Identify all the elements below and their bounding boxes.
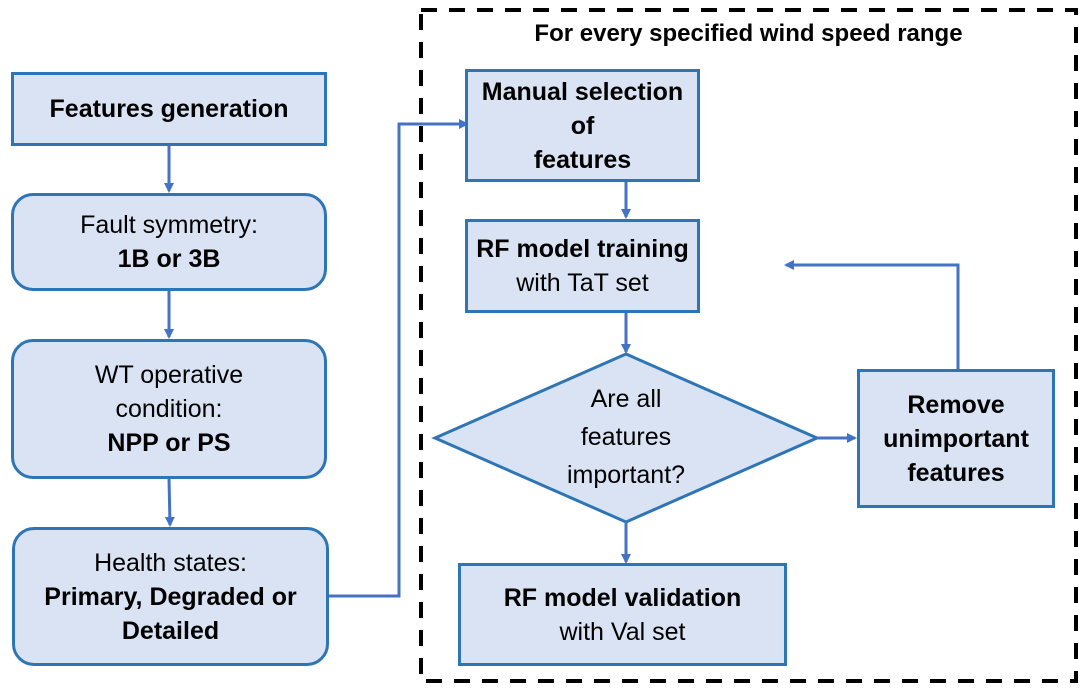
remove-features-line-3: features — [907, 458, 1005, 487]
remove-features-line-1: Remove — [907, 390, 1005, 419]
node-remove-features: Remove unimportant features — [857, 369, 1055, 508]
rf-training-subtitle: with TaT set — [516, 269, 649, 297]
wt-condition-value: NPP or PS — [107, 429, 231, 457]
node-rf-training: RF model training with TaT set — [465, 219, 700, 313]
group-title: For every specified wind speed range — [534, 20, 963, 47]
health-states-value-1: Primary, Degraded or — [44, 582, 297, 611]
fault-symmetry-label: Fault symmetry: — [80, 211, 258, 239]
decision-line-3: important? — [566, 461, 686, 489]
decision-line-2: features — [580, 423, 672, 451]
wt-condition-label-1: WT operative — [94, 361, 244, 389]
node-wt-condition: WT operative condition: NPP or PS — [11, 339, 327, 479]
rf-validation-title: RF model validation — [503, 583, 742, 612]
group-frame — [419, 8, 1078, 683]
node-rf-validation: RF model validation with Val set — [458, 563, 787, 666]
health-states-value-2: Detailed — [121, 616, 220, 645]
fault-symmetry-value: 1B or 3B — [117, 245, 221, 273]
node-health-states: Health states: Primary, Degraded or Deta… — [12, 527, 329, 666]
decision-line-1: Are all — [590, 385, 662, 413]
rf-validation-subtitle: with Val set — [559, 617, 686, 646]
wt-condition-label-2: condition: — [115, 395, 223, 423]
node-fault-symmetry: Fault symmetry: 1B or 3B — [11, 193, 327, 291]
node-manual-selection: Manual selection of features — [465, 69, 700, 182]
manual-selection-line-1: Manual selection of — [481, 77, 684, 140]
node-features-generation: Features generation — [11, 72, 327, 146]
features-generation-label: Features generation — [49, 95, 289, 123]
remove-features-line-2: unimportant — [883, 424, 1029, 453]
arrow-health-to-selection — [329, 119, 469, 598]
arrow-condition-to-health — [164, 477, 175, 527]
manual-selection-line-2: features — [533, 145, 632, 174]
rf-training-title: RF model training — [476, 235, 689, 263]
health-states-label: Health states: — [94, 548, 247, 577]
arrow-remove-to-training — [784, 260, 960, 369]
decision-text: Are all features important? — [520, 380, 732, 494]
